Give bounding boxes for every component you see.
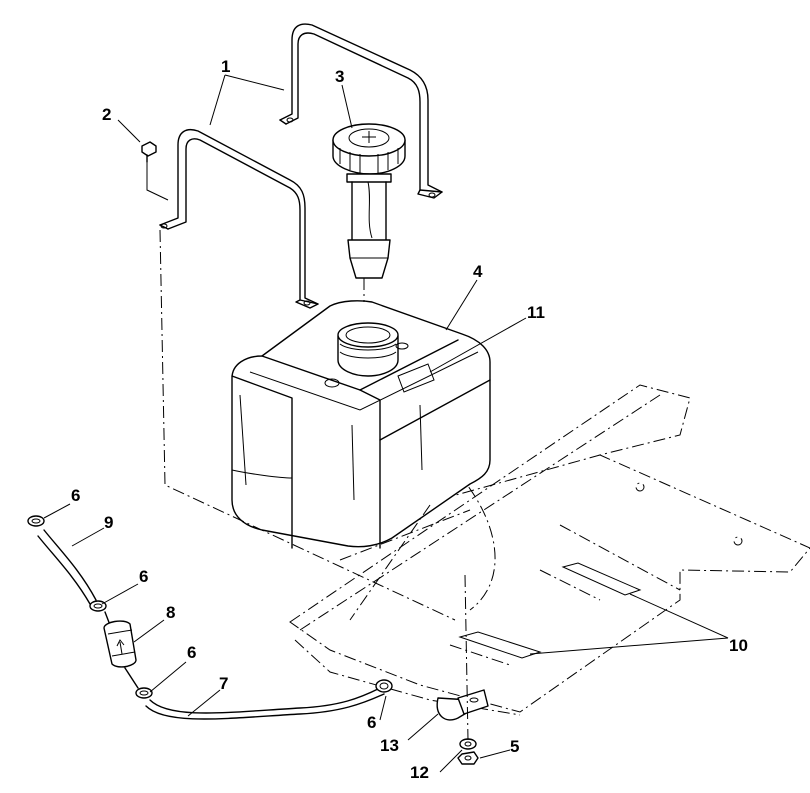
callout-11: 11: [527, 303, 545, 322]
callout-1: 1: [221, 57, 230, 76]
fuel-filter: [103, 611, 139, 689]
tank-strap-front: [159, 128, 319, 309]
callout-2: 2: [102, 105, 111, 124]
fuel-tank: [231, 300, 491, 549]
leader-lines: [43, 74, 729, 773]
callout-3: 3: [335, 67, 344, 86]
fuel-line-upper: [37, 529, 97, 605]
frame-slots: [449, 562, 642, 666]
callout-10: 10: [729, 636, 748, 655]
callout-6d: 6: [367, 713, 376, 732]
fuel-cap-sender: [332, 123, 406, 279]
callout-13: 13: [380, 736, 399, 755]
hose-clamp-tank-fitting: [375, 679, 393, 693]
fuel-line-lower: [145, 687, 385, 720]
tank-strap-rear: [279, 23, 443, 199]
callout-6b: 6: [139, 567, 148, 586]
callout-9: 9: [104, 513, 113, 532]
strap-bolt: [141, 141, 169, 201]
callout-12: 12: [410, 763, 429, 782]
callout-6c: 6: [187, 643, 196, 662]
hose-clamp-top: [27, 515, 45, 527]
callout-8: 8: [166, 603, 175, 622]
flat-washer: [459, 738, 477, 750]
alignment-lines: [159, 229, 469, 741]
callout-5: 5: [510, 737, 519, 756]
callout-labels: 1 2 3 4 11 6 9 6 8 6 7 6 10 13 5 12: [71, 57, 748, 782]
callout-4: 4: [473, 262, 483, 281]
callout-6a: 6: [71, 486, 80, 505]
hex-nut: [457, 751, 479, 765]
hose-clamp-filter-in: [89, 600, 107, 612]
clamp-bracket: [436, 689, 489, 721]
hose-clamp-filter-out: [135, 687, 153, 699]
callout-7: 7: [219, 674, 228, 693]
